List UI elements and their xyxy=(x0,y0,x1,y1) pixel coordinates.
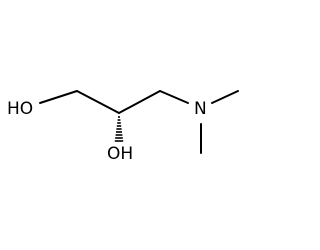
bond-c1-c2 xyxy=(76,90,120,114)
bond-c2-c3 xyxy=(118,90,161,114)
bond-n-methyl-upper xyxy=(211,90,239,104)
atom-label-n: N xyxy=(194,99,207,119)
bond-o1-c1 xyxy=(39,90,78,104)
stereo-hashed-wedge xyxy=(114,116,124,142)
atom-label-ho: HO xyxy=(7,99,33,119)
atom-label-oh: OH xyxy=(107,144,133,164)
bond-c3-n xyxy=(159,90,189,104)
molecule-structure: HO OH N xyxy=(7,90,239,164)
